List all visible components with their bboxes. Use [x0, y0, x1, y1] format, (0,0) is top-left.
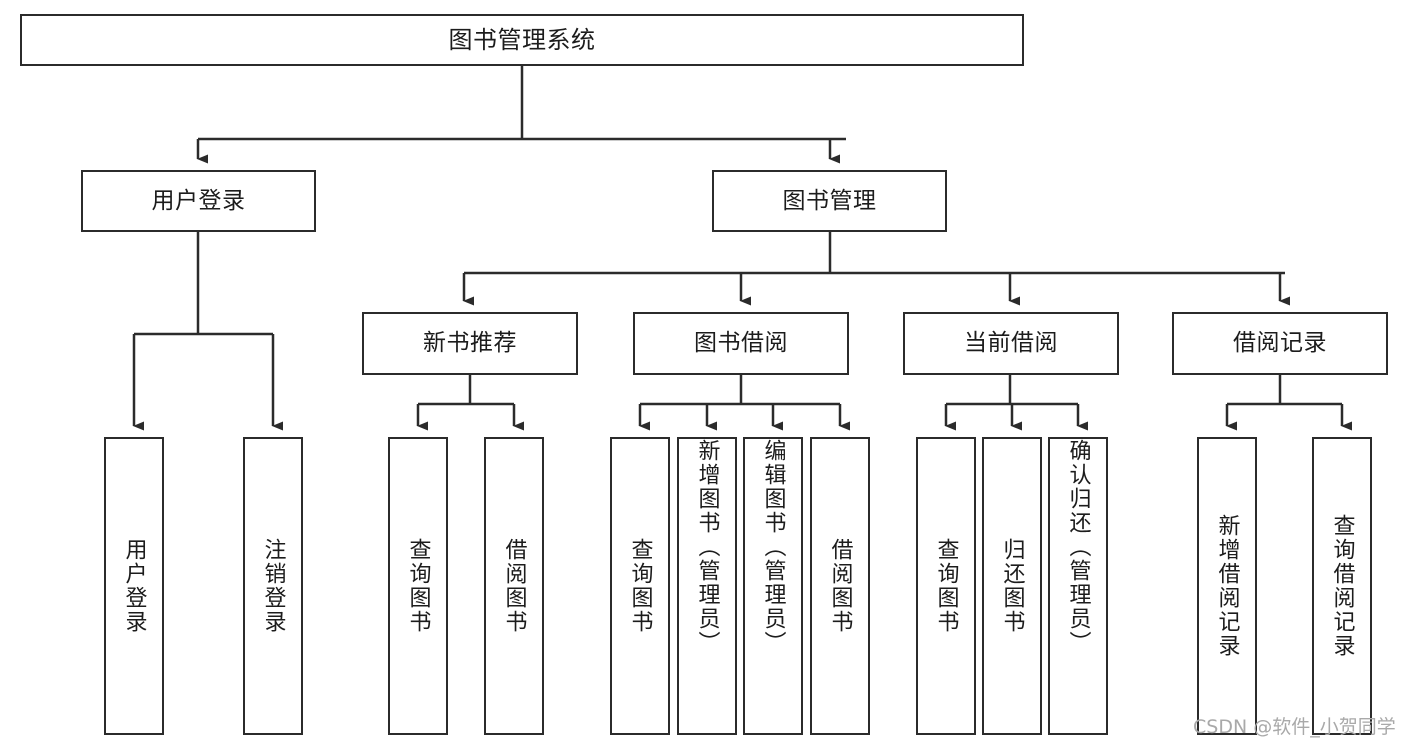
- node-leaf-query-book-recommend[interactable]: 查询图书: [388, 437, 448, 735]
- watermark-text: CSDN @软件_小贺同学: [1193, 716, 1396, 738]
- node-root-system[interactable]: 图书管理系统: [20, 14, 1024, 66]
- node-label: 图书管理: [782, 187, 877, 214]
- node-current-borrow[interactable]: 当前借阅: [903, 312, 1119, 375]
- node-leaf-query-book-borrow[interactable]: 查询图书: [610, 437, 670, 735]
- node-leaf-borrow-book-recommend[interactable]: 借阅图书: [484, 437, 544, 735]
- node-label: 查询图书: [405, 538, 431, 634]
- node-label: 编辑图书（管理员）: [760, 439, 786, 655]
- node-borrow-record[interactable]: 借阅记录: [1172, 312, 1388, 375]
- node-label: 查询图书: [933, 538, 959, 634]
- node-label: 当前借阅: [964, 330, 1058, 356]
- node-label: 用户登录: [151, 187, 246, 214]
- node-label: 借阅图书: [501, 538, 527, 634]
- node-label: 新增图书（管理员）: [694, 439, 720, 655]
- node-leaf-query-borrow-record[interactable]: 查询借阅记录: [1312, 437, 1372, 735]
- node-leaf-return-book[interactable]: 归还图书: [982, 437, 1042, 735]
- node-leaf-query-book-current[interactable]: 查询图书: [916, 437, 976, 735]
- node-user-login[interactable]: 用户登录: [81, 170, 316, 232]
- node-label: 归还图书: [999, 538, 1025, 634]
- node-label: 新增借阅记录: [1214, 514, 1240, 658]
- node-leaf-add-borrow-record[interactable]: 新增借阅记录: [1197, 437, 1257, 735]
- node-label: 新书推荐: [423, 330, 517, 356]
- node-label: 确认归还（管理员）: [1065, 439, 1091, 655]
- node-leaf-edit-book-admin[interactable]: 编辑图书（管理员）: [743, 437, 803, 735]
- node-book-borrow[interactable]: 图书借阅: [633, 312, 849, 375]
- node-leaf-add-book-admin[interactable]: 新增图书（管理员）: [677, 437, 737, 735]
- node-label: 图书管理系统: [448, 26, 596, 54]
- node-label: 注销登录: [260, 538, 286, 634]
- node-label: 查询借阅记录: [1329, 514, 1355, 658]
- node-label: 借阅记录: [1233, 330, 1327, 356]
- node-new-book-recommend[interactable]: 新书推荐: [362, 312, 578, 375]
- node-label: 用户登录: [121, 538, 147, 634]
- node-leaf-logout-login[interactable]: 注销登录: [243, 437, 303, 735]
- node-label: 查询图书: [627, 538, 653, 634]
- node-leaf-borrow-book[interactable]: 借阅图书: [810, 437, 870, 735]
- node-book-management[interactable]: 图书管理: [712, 170, 947, 232]
- node-label: 借阅图书: [827, 538, 853, 634]
- node-label: 图书借阅: [694, 330, 788, 356]
- node-leaf-confirm-return-admin[interactable]: 确认归还（管理员）: [1048, 437, 1108, 735]
- node-leaf-user-login[interactable]: 用户登录: [104, 437, 164, 735]
